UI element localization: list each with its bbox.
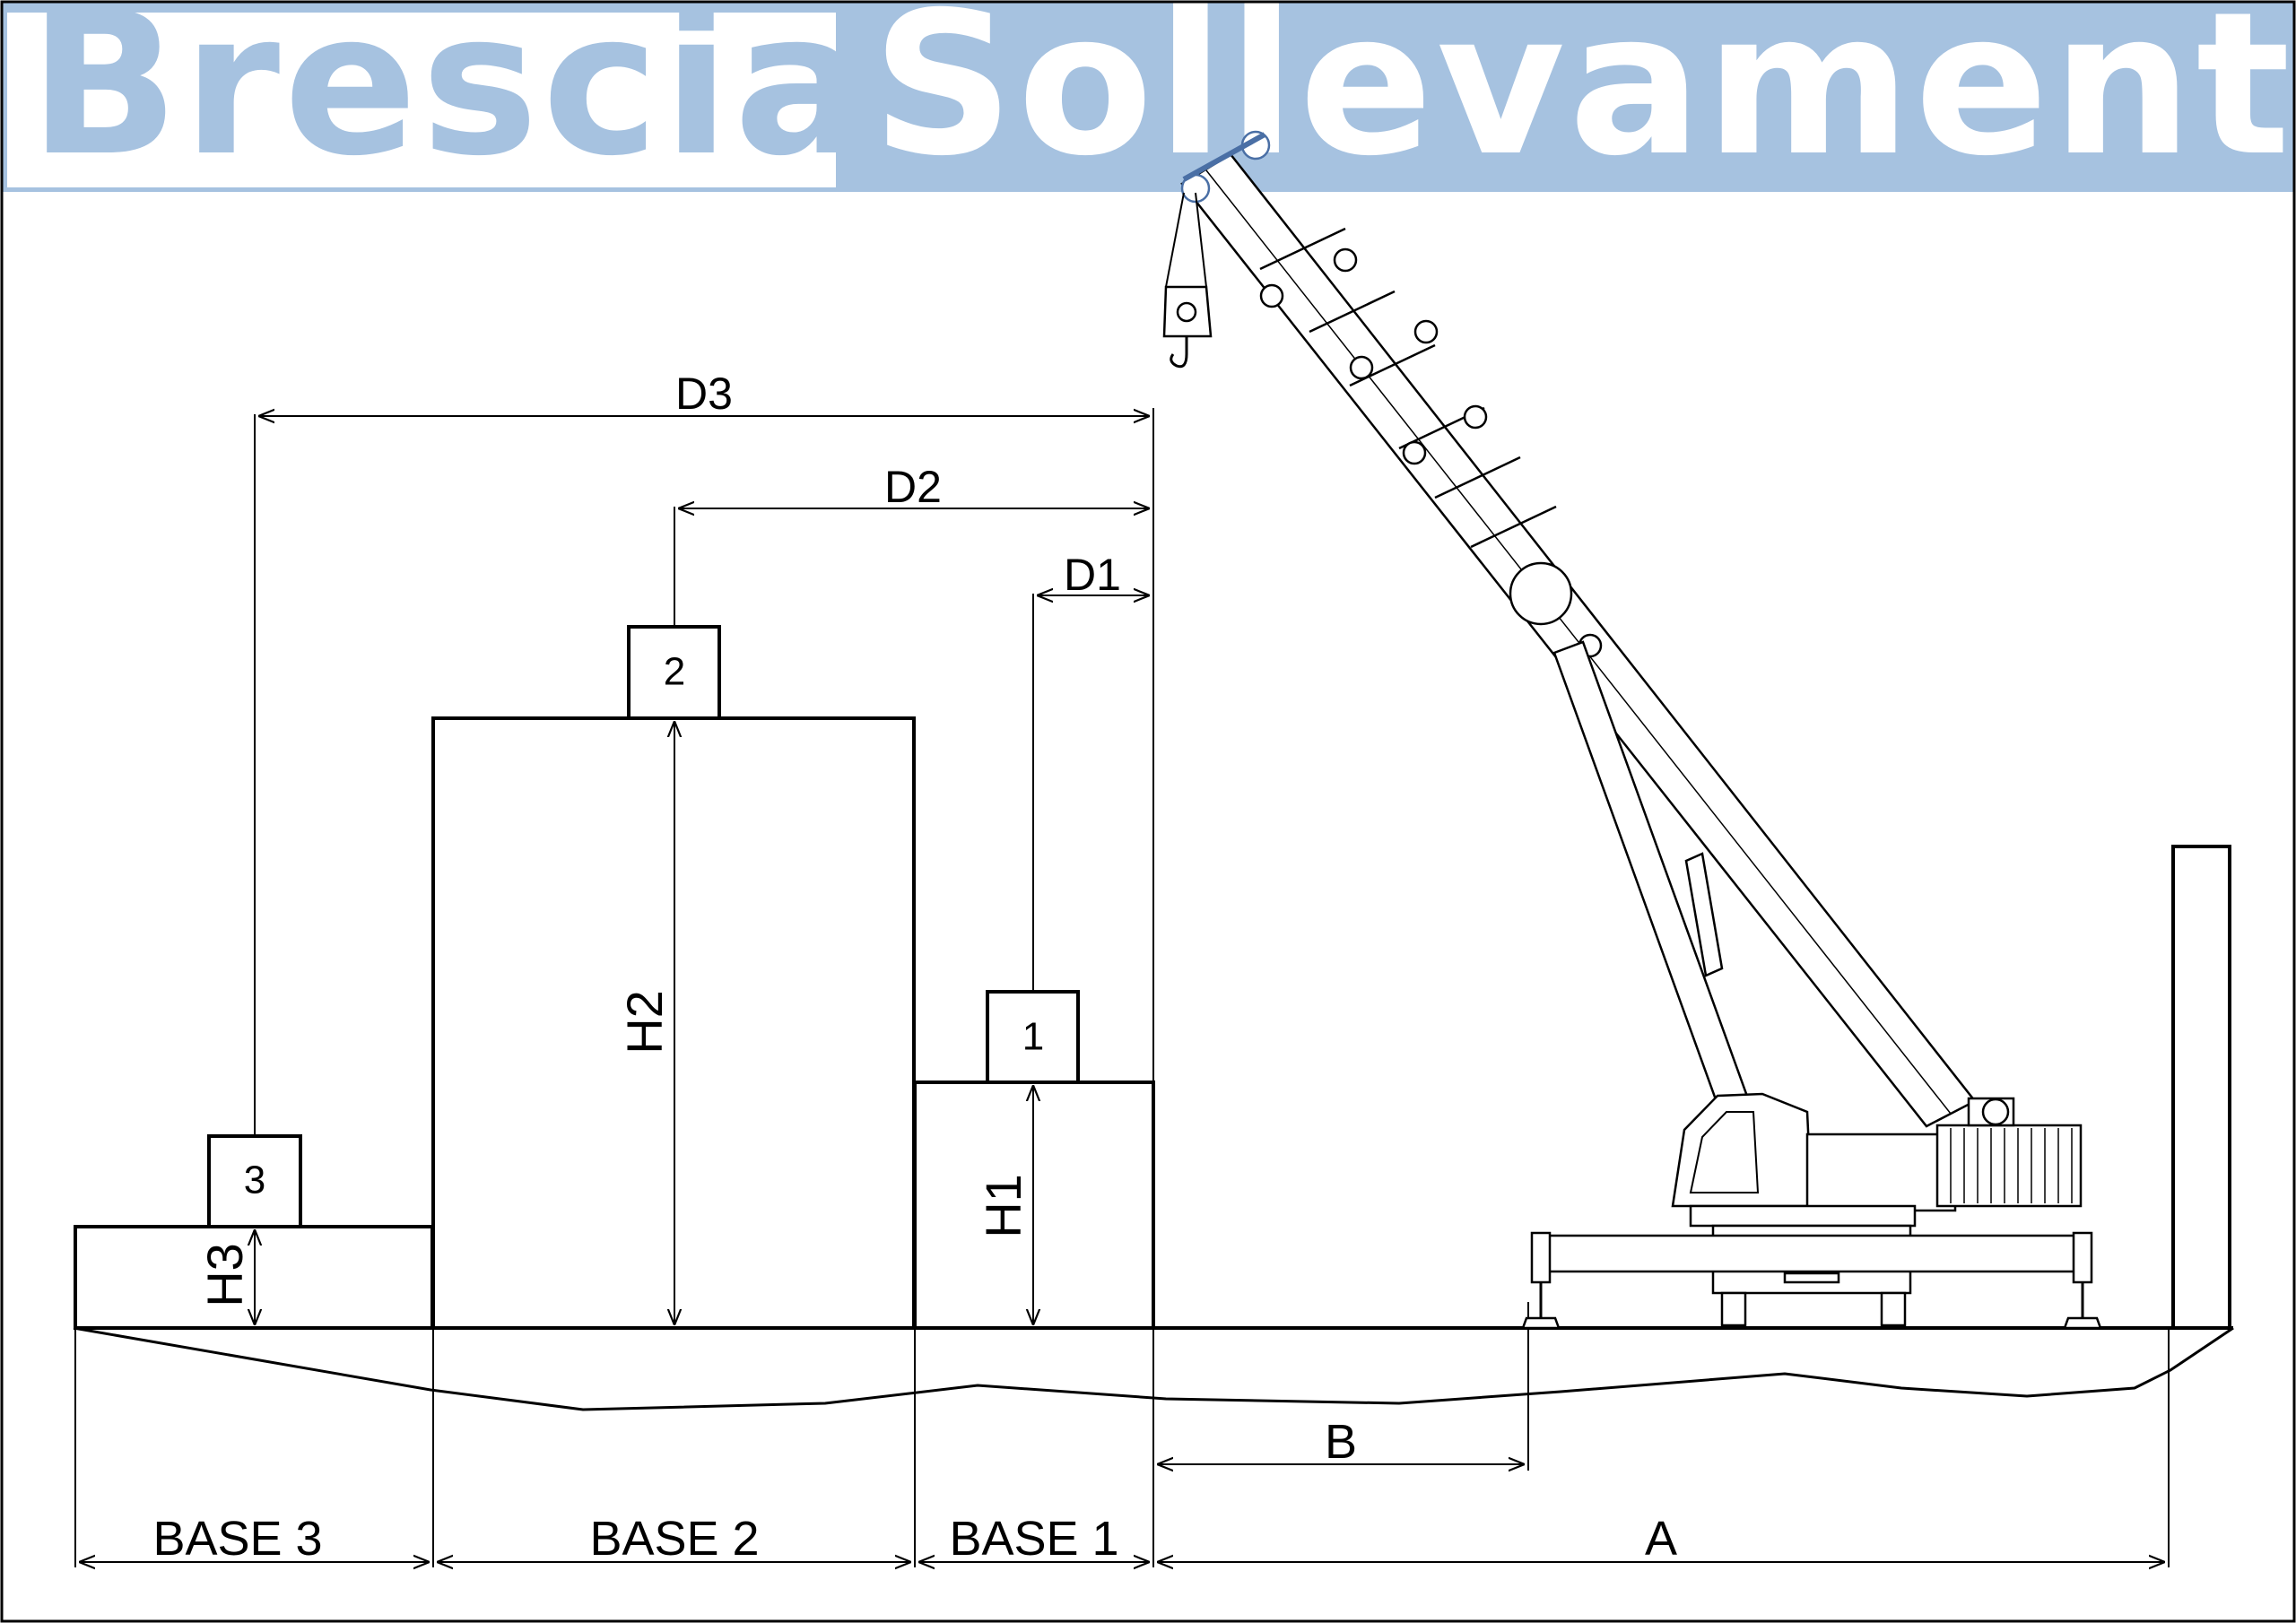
crane-hoist-rope-left — [1165, 192, 1185, 288]
crane-turntable — [1689, 1204, 1917, 1228]
crane-outrigger-jack-left — [1530, 1231, 1552, 1284]
d2-label: D2 — [884, 462, 942, 512]
h1-label: H1 — [975, 1174, 1031, 1238]
crane-track-left — [1720, 1291, 1747, 1327]
load-2-label: 2 — [664, 650, 685, 694]
crane-outrigger-pad-right — [2063, 1316, 2102, 1330]
load-1-box — [986, 990, 1080, 1084]
load-1-label: 1 — [1022, 1015, 1044, 1059]
crane-boom-head — [1182, 132, 1266, 182]
crane-counterweight — [1935, 1124, 2083, 1208]
crane-counterweight-ribs — [1950, 1128, 2073, 1203]
crane-carrier-plate — [1783, 1271, 1840, 1284]
crane-cab — [1671, 1092, 1813, 1208]
crane-boom — [1180, 152, 1977, 1128]
crane-outrigger-beam — [1541, 1234, 2083, 1273]
crane-hook — [1170, 336, 1188, 369]
crane-boom-pulleys — [1259, 247, 1488, 465]
load-3-label: 3 — [244, 1159, 265, 1202]
crane-luffing-rod — [1684, 852, 1724, 977]
h2-label: H2 — [616, 990, 673, 1055]
brand-word-sollevamenti: Sollevamenti — [872, 0, 2296, 199]
base-2-label: BASE 2 — [589, 1512, 759, 1566]
a-label: A — [1645, 1512, 1677, 1566]
crane-boom-counterweight-sphere — [1509, 561, 1573, 626]
crane-outrigger-jack-right — [2072, 1231, 2093, 1284]
b-label: B — [1325, 1415, 1357, 1469]
crane-illustration — [1162, 130, 2102, 1330]
crane-cab-window — [1689, 1111, 1760, 1193]
d1-label: D1 — [1064, 550, 1121, 600]
load-2-box — [627, 625, 721, 720]
base-1-label: BASE 1 — [949, 1512, 1118, 1566]
brand-header: Brescia Sollevamenti — [2, 0, 2296, 199]
crane-hook-block-sheave — [1176, 301, 1197, 323]
crane-winch-drum — [1981, 1098, 2010, 1126]
crane-outrigger-pad-left — [1521, 1316, 1561, 1330]
load-3-box — [207, 1134, 302, 1228]
d3-label: D3 — [675, 369, 733, 419]
wall-obstacle — [2171, 845, 2231, 1330]
brand-word-brescia: Brescia — [29, 0, 871, 199]
crane-track-right — [1880, 1291, 1907, 1327]
h3-label: H3 — [196, 1243, 253, 1307]
brand-box — [7, 13, 836, 187]
crane-engine-housing — [1805, 1133, 1957, 1212]
terrain-profile — [73, 1326, 2234, 1411]
crane-hoist-rope-right — [1195, 192, 1207, 288]
base-3-label: BASE 3 — [152, 1512, 322, 1566]
crane-boom-centerline — [1205, 169, 1952, 1115]
